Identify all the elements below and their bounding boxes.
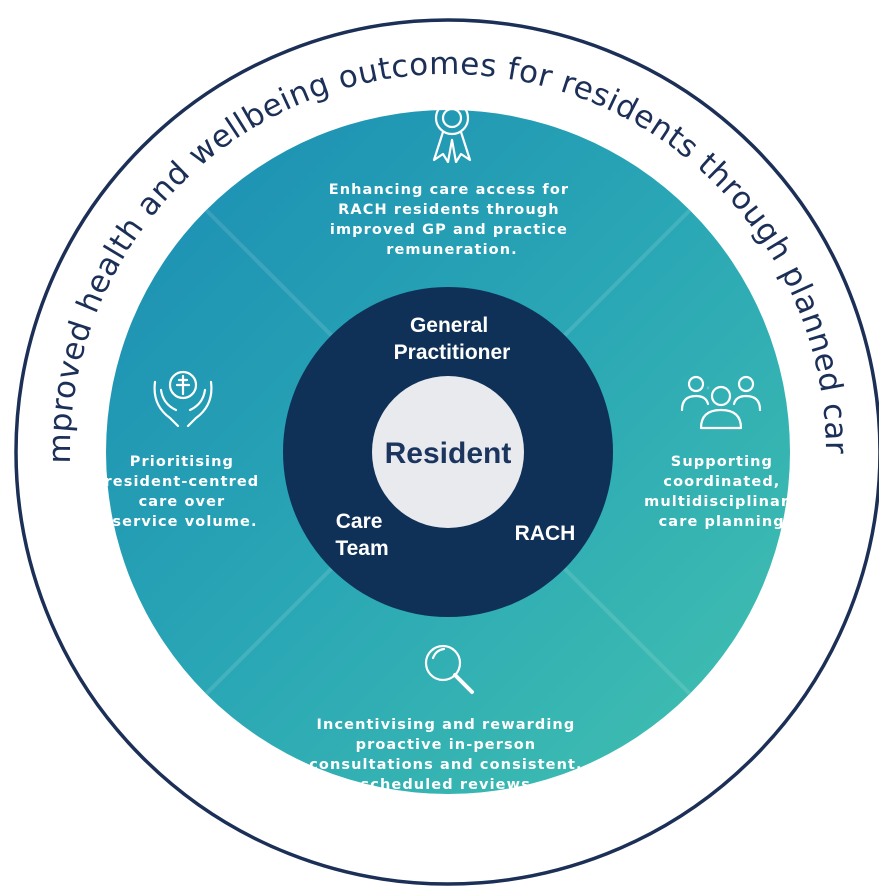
hands-medical-cross-icon	[153, 370, 213, 428]
general-practitioner-label: General Practitioner	[394, 314, 511, 364]
care-team-label: Care Team	[335, 510, 388, 560]
magnifying-glass-icon	[424, 644, 474, 694]
bottom-quadrant-text: Incentivising and rewarding proactive in…	[309, 717, 589, 793]
center-label: Resident	[385, 437, 512, 470]
left-quadrant-text: Prioritising resident-centred care over …	[105, 454, 266, 530]
right-quadrant-text: Supporting coordinated, multidisciplinar…	[644, 454, 806, 530]
top-quadrant-text: Enhancing care access for RACH residents…	[329, 182, 576, 258]
award-ribbon-icon	[432, 100, 472, 164]
rach-label: RACH	[515, 522, 576, 545]
group-people-icon	[680, 375, 762, 430]
center-circle	[372, 376, 524, 528]
